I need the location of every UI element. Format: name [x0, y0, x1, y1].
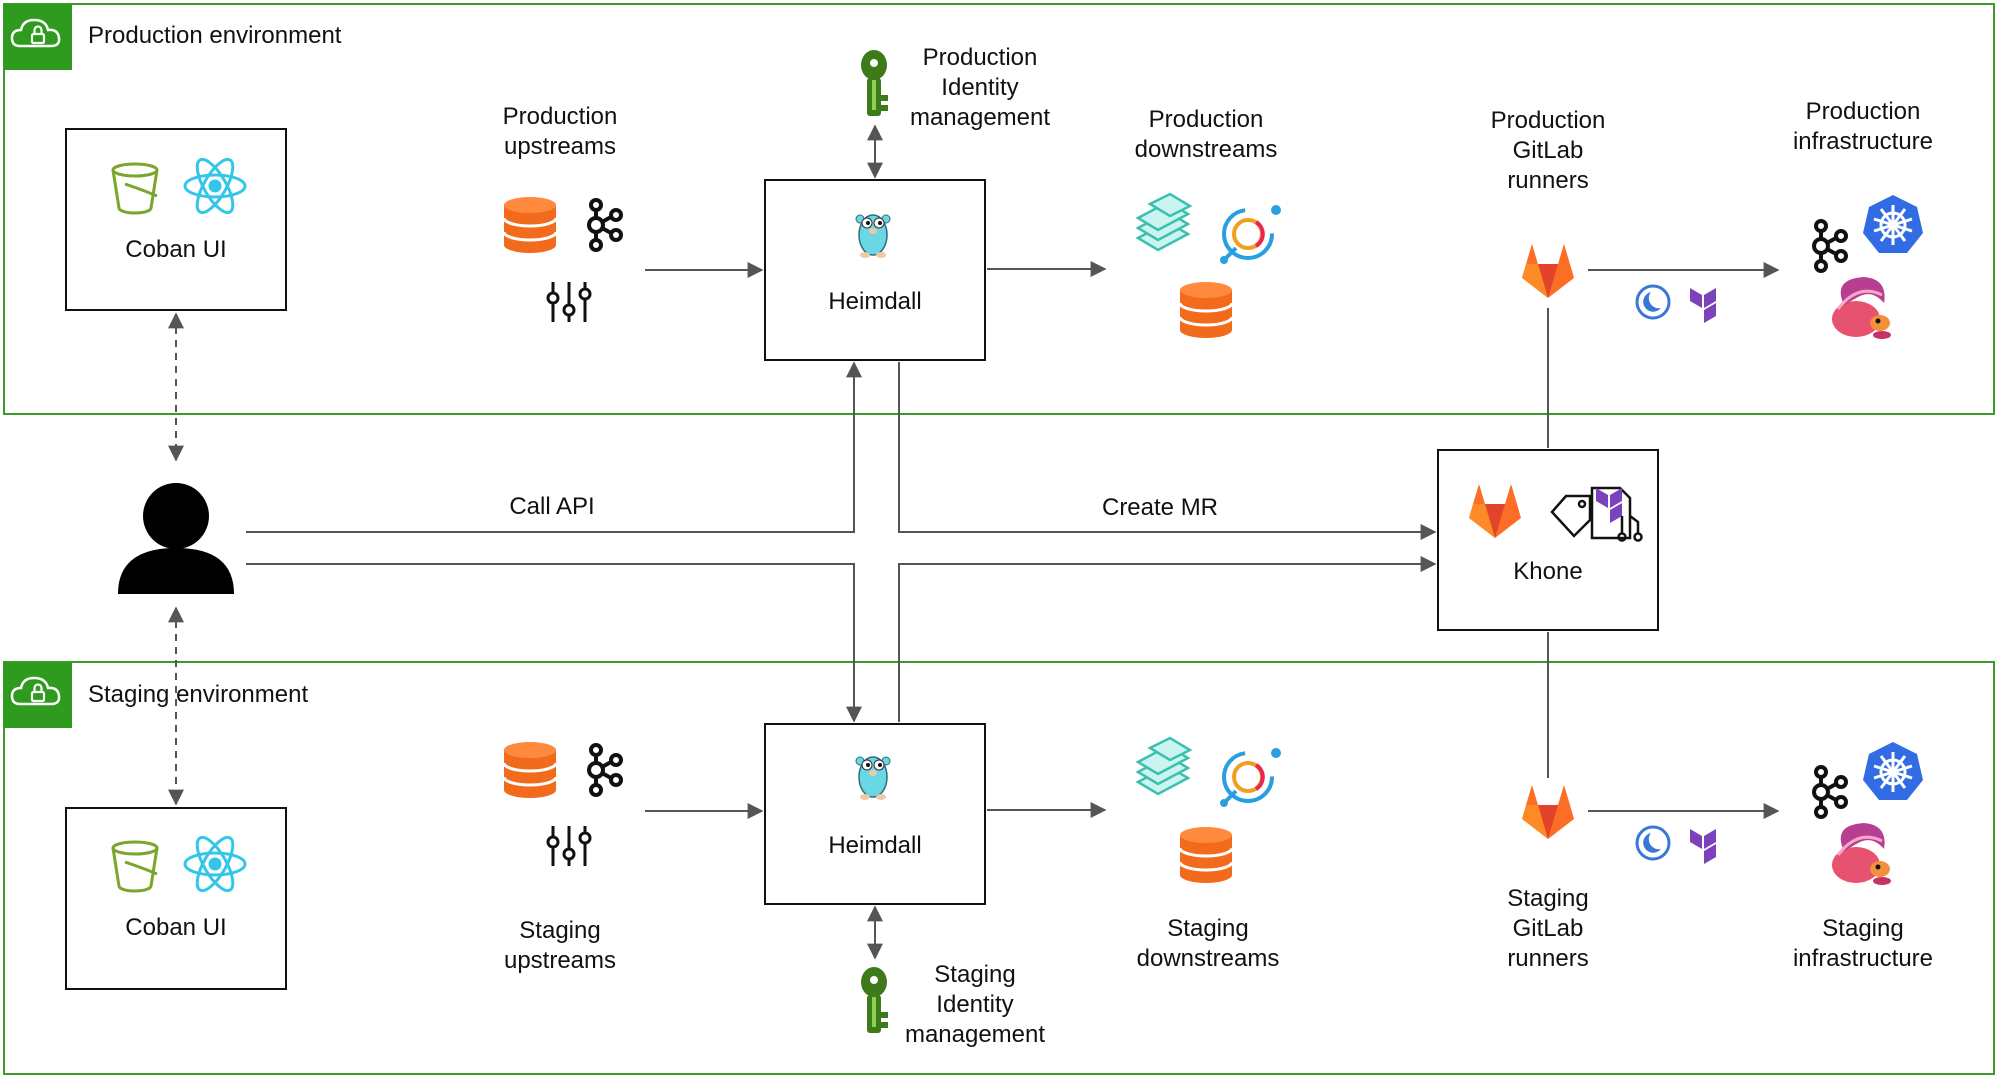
- argo-icon: [1635, 284, 1671, 320]
- database-icon: [1178, 280, 1234, 340]
- call-api-to-stag-heimdall-arrow: [246, 563, 862, 723]
- prod-heimdall-box[interactable]: [764, 179, 986, 361]
- staging-environment-badge: [4, 662, 72, 728]
- stag-upstreams-label: Staging upstreams: [503, 917, 617, 974]
- database-icon: [1178, 825, 1234, 885]
- stag-coban-ui-box[interactable]: [65, 807, 287, 990]
- create-mr-edge-label: Create MR: [1101, 494, 1219, 521]
- sliders-icon: [546, 280, 592, 324]
- khone-label: Khone: [1513, 558, 1583, 585]
- staging-environment-title: Staging environment: [88, 681, 309, 708]
- stag-identity-label: Staging Identity management: [904, 961, 1046, 1048]
- staging-environment-frame: [3, 661, 1995, 1075]
- tag-icon: [1550, 494, 1592, 538]
- stag-coban-ui-label: Coban UI: [125, 914, 227, 941]
- prod-identity-label: Production Identity management: [909, 44, 1051, 131]
- prod-heimdall-label: Heimdall: [828, 288, 922, 315]
- argo-icon: [1635, 825, 1671, 861]
- stag-heimdall-create-mr-arrow: [898, 556, 1437, 722]
- call-api-edge-label: Call API: [509, 493, 595, 520]
- production-environment-title: Production environment: [88, 22, 342, 49]
- production-environment-frame: [3, 3, 1995, 415]
- prod-runners-label: Production GitLab runners: [1490, 107, 1606, 194]
- stag-infra-label: Staging infrastructure: [1792, 915, 1934, 972]
- database-icon: [502, 740, 558, 800]
- sliders-icon: [546, 824, 592, 868]
- prod-upstreams-label: Production upstreams: [502, 103, 618, 160]
- stag-runners-label: Staging GitLab runners: [1507, 885, 1589, 972]
- call-api-to-prod-heimdall-arrow: [246, 361, 862, 533]
- database-icon: [502, 195, 558, 255]
- stag-heimdall-label: Heimdall: [828, 832, 922, 859]
- prod-downstreams-label: Production downstreams: [1134, 106, 1278, 163]
- production-environment-badge: [4, 4, 72, 70]
- prod-coban-ui-box[interactable]: [65, 128, 287, 311]
- stag-heimdall-box[interactable]: [764, 723, 986, 905]
- stag-downstreams-label: Staging downstreams: [1136, 915, 1280, 972]
- user-icon: [118, 483, 234, 594]
- prod-heimdall-create-mr-arrow: [898, 362, 1437, 540]
- prod-infra-label: Production infrastructure: [1792, 98, 1934, 155]
- prod-coban-ui-label: Coban UI: [125, 236, 227, 263]
- merge-request-icon: [1590, 486, 1643, 542]
